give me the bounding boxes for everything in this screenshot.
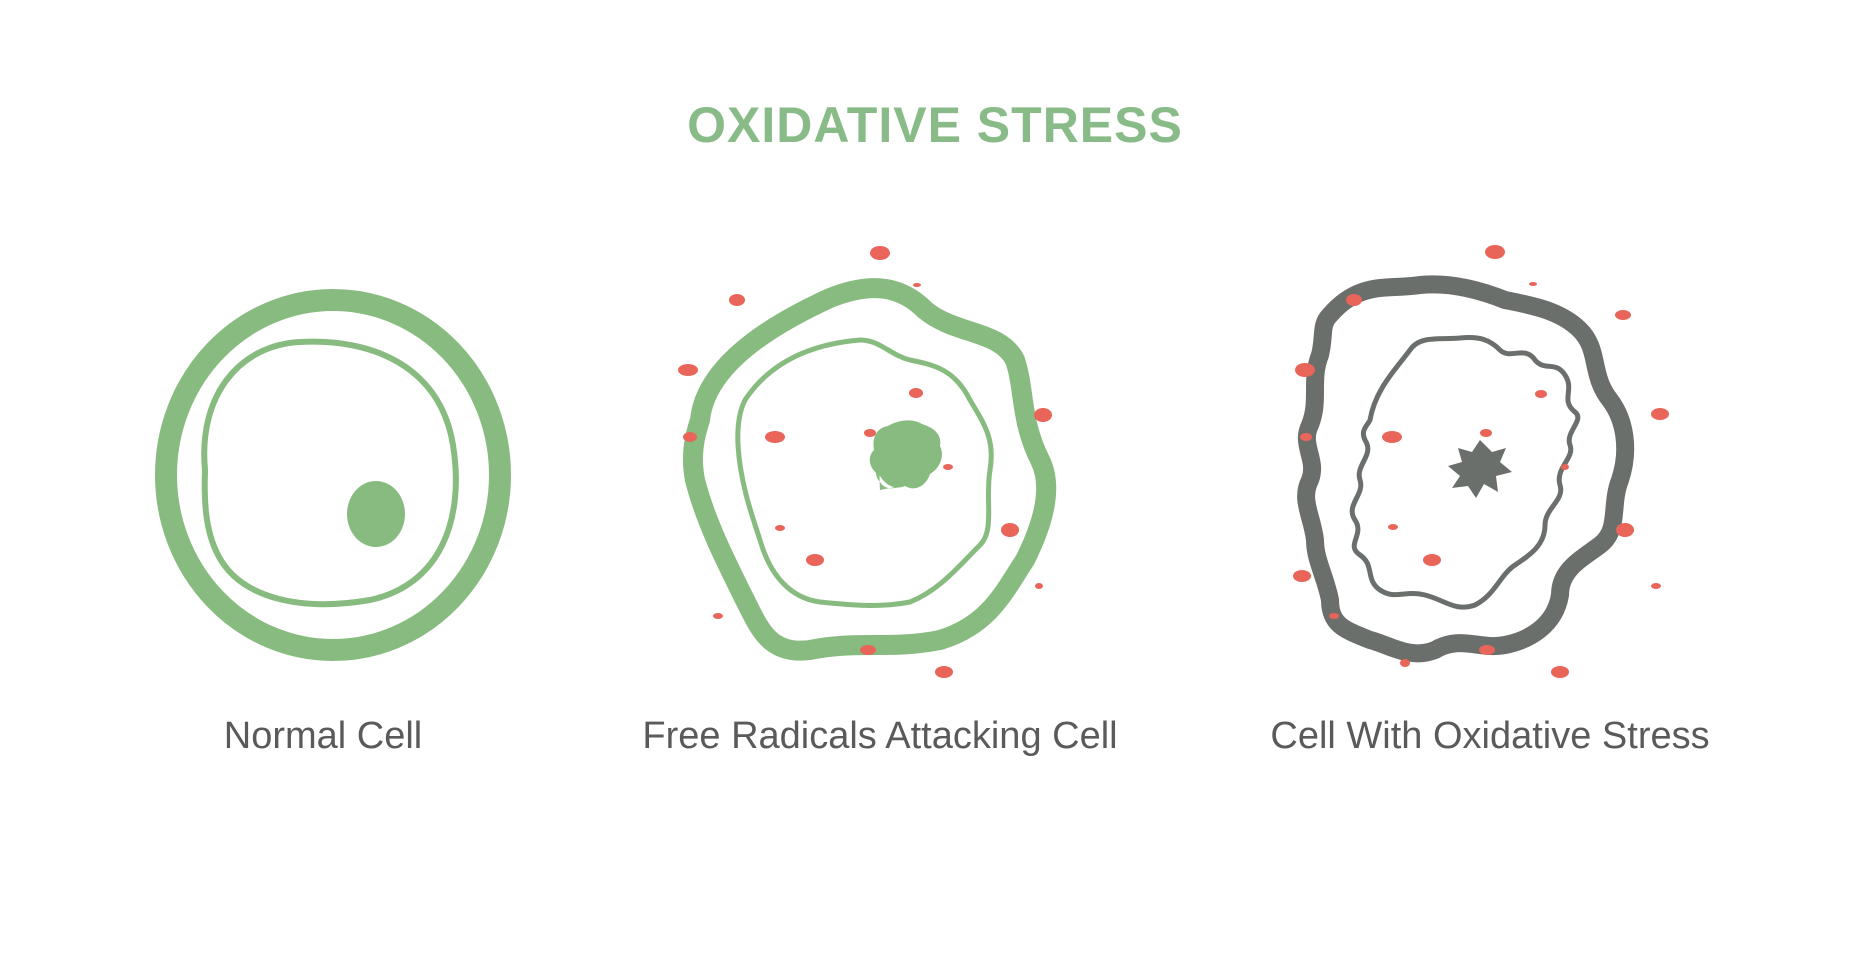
free-radical-dot [1651, 408, 1669, 420]
free-radical-dot [1551, 666, 1569, 678]
free-radical-dot [913, 283, 921, 287]
free-radical-dot [1400, 659, 1410, 667]
free-radical-dot [1479, 645, 1495, 655]
normal-cell-inner-membrane [204, 342, 456, 604]
free-radical-dot [1535, 390, 1547, 398]
free-radical-dot [943, 464, 953, 470]
stressed-cell [1306, 284, 1625, 653]
free-radical-dot [775, 525, 785, 531]
free-radical-dot [864, 429, 876, 437]
free-radical-dot [1300, 433, 1312, 441]
attacked-cell [693, 288, 1046, 651]
free-radical-dot [1615, 310, 1631, 320]
free-radical-dot [1035, 583, 1043, 589]
free-radical-dot [806, 554, 824, 566]
attacked-cell-inner-membrane [738, 340, 991, 605]
free-radical-dot [1388, 524, 1398, 530]
free-radical-dot [1485, 245, 1505, 259]
caption-normal-cell: Normal Cell [23, 715, 623, 758]
free-radical-dot [870, 246, 890, 260]
normal-cell-nucleus [347, 481, 405, 547]
free-radical-dot [1001, 523, 1019, 537]
free-radical-dot [1034, 408, 1052, 422]
free-radical-dot [1346, 294, 1362, 306]
free-radical-dot [1295, 363, 1315, 377]
free-radical-dot [909, 388, 923, 398]
free-radical-dot [729, 294, 745, 306]
free-radical-dot [683, 432, 697, 442]
free-radical-dot [1529, 282, 1537, 286]
free-radical-dot [678, 364, 698, 376]
attacked-cell-nucleus-blob [870, 420, 942, 488]
free-radical-dot [1561, 464, 1569, 470]
free-radical-dot [935, 666, 953, 678]
free-radical-dot [1616, 523, 1634, 537]
free-radical-dot [860, 645, 876, 655]
free-radical-dot [1329, 613, 1339, 619]
stressed-cell-nucleus [1448, 440, 1512, 498]
free-radical-dot [1382, 431, 1402, 443]
normal-cell [166, 300, 500, 650]
free-radical-dot [1651, 583, 1661, 589]
free-radical-dot [765, 431, 785, 443]
free-radical-dot [1480, 429, 1492, 437]
caption-attacking-cell: Free Radicals Attacking Cell [580, 715, 1180, 758]
normal-cell-membrane [166, 300, 500, 650]
caption-stressed-cell: Cell With Oxidative Stress [1190, 715, 1790, 758]
free-radical-dot [713, 613, 723, 619]
free-radical-dot [1423, 554, 1441, 566]
free-radical-dot [1293, 570, 1311, 582]
